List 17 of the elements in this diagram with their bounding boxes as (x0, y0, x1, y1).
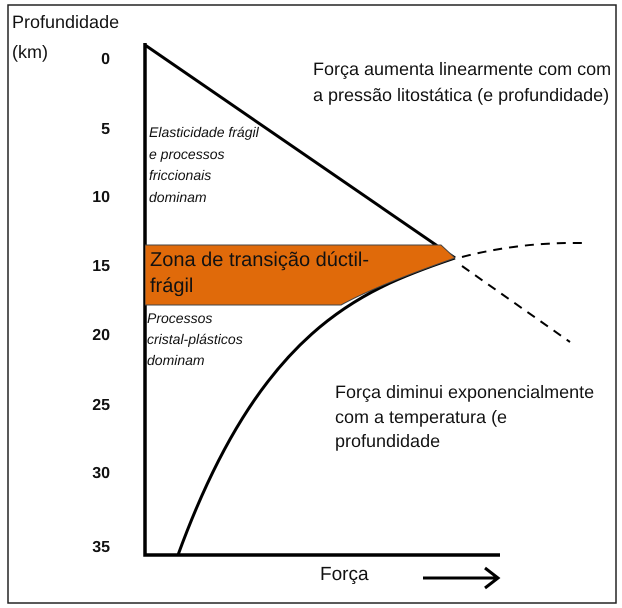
annotation-text: Força aumenta linearmente com com a pressão litostática (e profundidade) (313, 58, 612, 107)
tick-label: 20 (91, 326, 110, 346)
tick-label: 25 (91, 396, 110, 416)
tick-label: 35 (91, 538, 110, 558)
tick-label: 10 (91, 188, 110, 208)
tick-label: 30 (91, 464, 110, 484)
region-label: Processos cristal-plásticos dominam (147, 309, 244, 370)
axis-label: Força (320, 564, 370, 587)
annotation-text: Força diminui exponencialmente com a temperatura (e profundidade (335, 381, 596, 453)
zone-label: Zona de transição dúctil-frágil (150, 248, 370, 299)
axis-label: (km) (12, 42, 49, 64)
tick-label: 15 (91, 257, 110, 276)
region-label: Elasticidade frágil e processos friccionais dominam (149, 123, 260, 206)
tick-label: 5 (100, 120, 110, 140)
transition-zone-band (145, 244, 455, 306)
axis-label: Profundidade (12, 12, 120, 34)
tick-label: 0 (100, 50, 110, 70)
